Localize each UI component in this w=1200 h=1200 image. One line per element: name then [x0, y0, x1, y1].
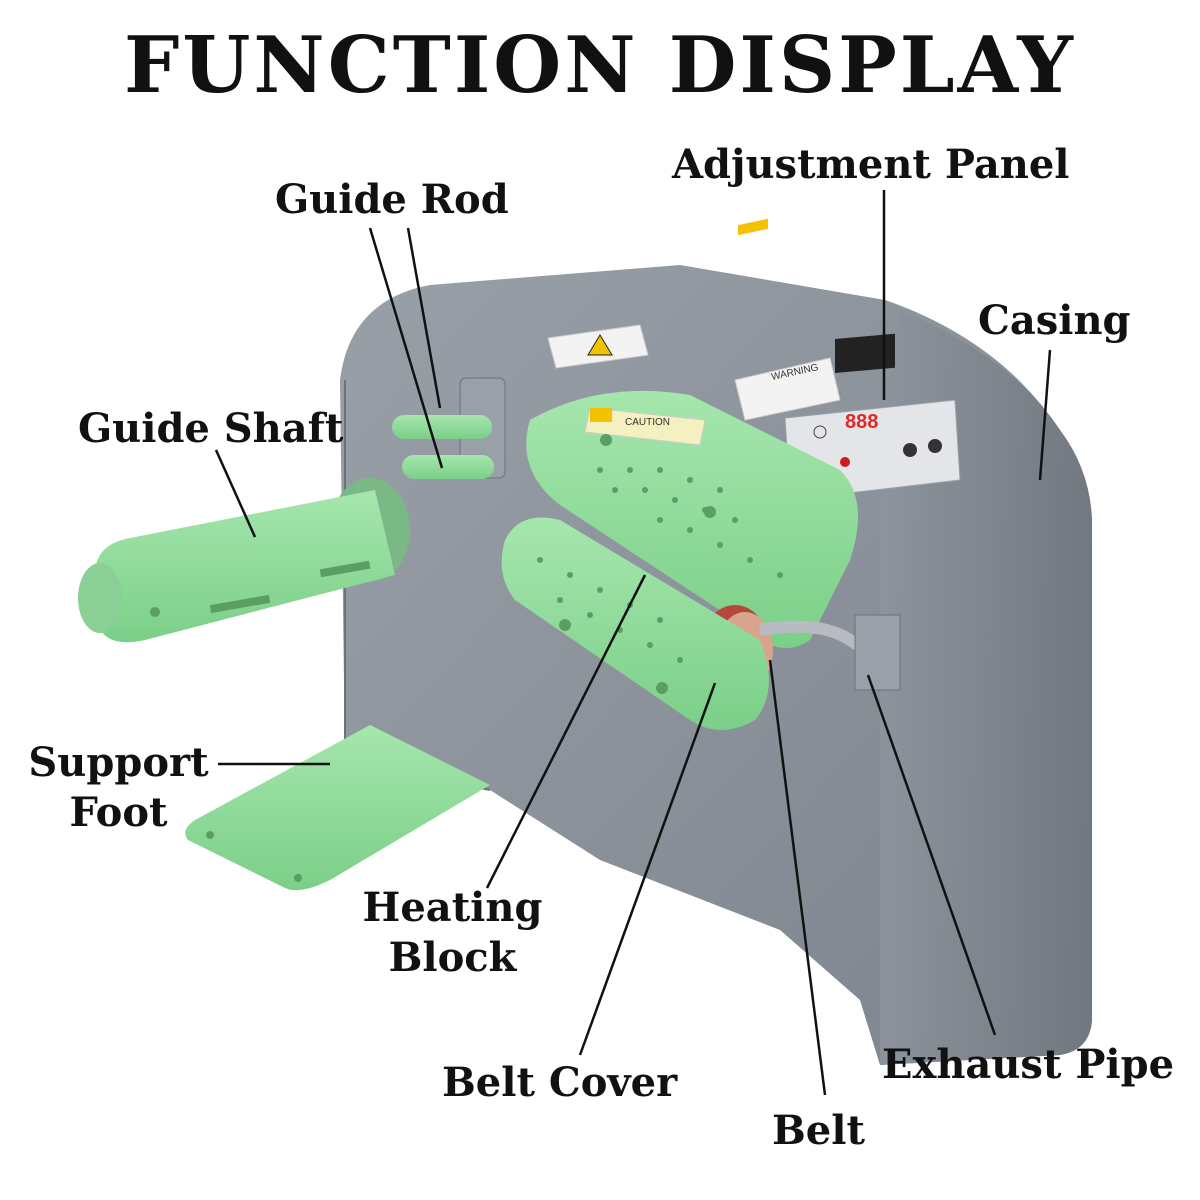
guide-rod-graphic	[392, 377, 506, 479]
casing-label: Casing	[978, 297, 1131, 344]
support-foot-label-line2: Foot	[69, 789, 168, 836]
guide-rod-line-2	[406, 227, 442, 409]
guide-shaft-line	[214, 449, 257, 538]
heating-block-label-line1: Heating	[362, 884, 543, 931]
belt-label: Belt	[772, 1107, 865, 1154]
exhaust-pipe-label: Exhaust Pipe	[882, 1041, 1175, 1088]
warning-stickers: WARNING	[547, 218, 841, 421]
casing-line	[1038, 349, 1052, 481]
diagram-title: FUNCTION DISPLAY	[124, 20, 1076, 111]
guide-rod-label: Guide Rod	[275, 176, 509, 223]
heating-block-label-line2: Block	[388, 934, 517, 981]
belt-line	[768, 659, 827, 1096]
heating-block-line	[485, 574, 647, 889]
svg-text:888: 888	[845, 411, 878, 433]
support-foot-label: Support Foot	[26, 738, 211, 838]
support-foot-graphic	[185, 725, 490, 891]
support-foot-label-line1: Support	[28, 739, 209, 786]
callout-lines	[214, 190, 1052, 1096]
heating-block-graphic: CAUTION	[526, 390, 858, 648]
heating-block-label: Heating Block	[360, 883, 545, 983]
exhaust-pipe-line	[866, 674, 997, 1036]
belt-cover-line	[578, 682, 717, 1056]
adjustment-panel-label: Adjustment Panel	[672, 141, 1070, 188]
caution-sticker-text: CAUTION	[625, 417, 670, 428]
exhaust-pipe-graphic	[759, 620, 884, 665]
guide-shaft-label: Guide Shaft	[78, 405, 344, 452]
guide-shaft-graphic	[78, 478, 410, 643]
belt-cover-label: Belt Cover	[442, 1059, 678, 1106]
belt-cover-graphic	[501, 517, 769, 730]
guide-rod-line-1	[368, 227, 444, 469]
